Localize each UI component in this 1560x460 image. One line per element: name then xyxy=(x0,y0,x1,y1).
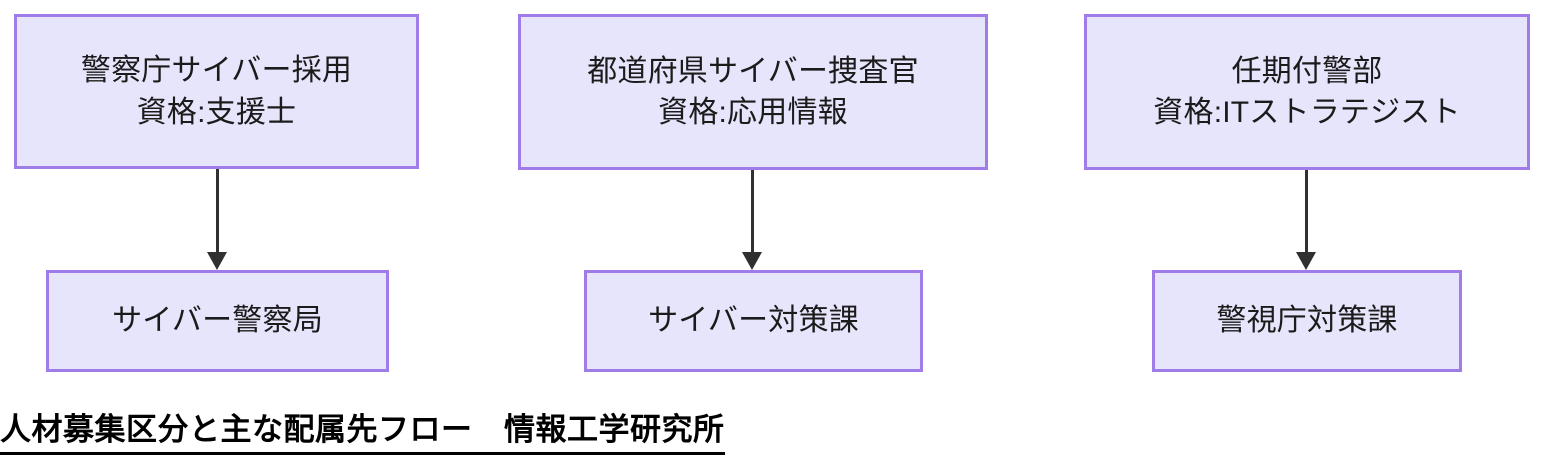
source-node-2[interactable]: 都道府県サイバー捜査官 資格:応用情報 xyxy=(518,14,988,170)
source-node-3-line1: 任期付警部 xyxy=(1231,54,1383,88)
figure-caption-text: 人材募集区分と主な配属先フロー 情報工学研究所 xyxy=(0,404,725,455)
arrow-shaft-1 xyxy=(215,169,219,252)
target-node-3-line1: 警視庁対策課 xyxy=(1216,304,1398,338)
arrow-shaft-3 xyxy=(1304,170,1308,252)
target-node-2-line1: サイバー対策課 xyxy=(648,304,859,338)
target-node-3[interactable]: 警視庁対策課 xyxy=(1152,270,1462,372)
figure-caption: 人材募集区分と主な配属先フロー 情報工学研究所 xyxy=(0,404,1560,455)
arrow-down-icon-2 xyxy=(742,170,762,270)
target-node-2[interactable]: サイバー対策課 xyxy=(584,270,923,372)
arrow-down-icon-1 xyxy=(207,169,227,270)
source-node-3-line2: 資格:ITストラテジスト xyxy=(1153,96,1461,129)
target-node-1-line1: サイバー警察局 xyxy=(112,304,323,338)
arrow-down-icon-3 xyxy=(1296,170,1316,270)
source-node-2-line1: 都道府県サイバー捜査官 xyxy=(587,54,919,88)
arrow-head-2 xyxy=(742,252,762,270)
target-node-1[interactable]: サイバー警察局 xyxy=(46,270,389,372)
source-node-1-line1: 警察庁サイバー採用 xyxy=(80,54,353,88)
arrow-head-1 xyxy=(207,252,227,270)
arrow-shaft-2 xyxy=(750,170,754,252)
source-node-3[interactable]: 任期付警部 資格:ITストラテジスト xyxy=(1084,14,1530,170)
source-node-2-line2: 資格:応用情報 xyxy=(658,96,848,129)
arrow-head-3 xyxy=(1296,252,1316,270)
source-node-1[interactable]: 警察庁サイバー採用 資格:支援士 xyxy=(14,14,419,169)
source-node-1-line2: 資格:支援士 xyxy=(136,95,297,129)
